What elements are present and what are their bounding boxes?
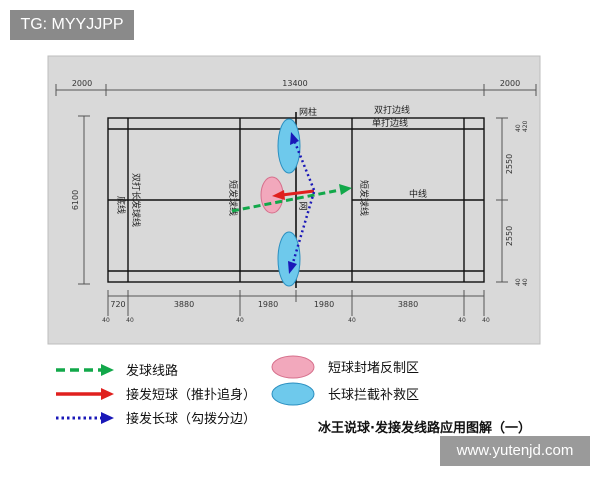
label-doubles-long-service-line: 双打长发球线: [130, 173, 142, 227]
long-zone-bottom: [277, 231, 301, 287]
long-return-arrowhead-top: [290, 132, 299, 145]
dim-right-small-1: 40: [515, 124, 522, 132]
long-zone-top: [277, 118, 301, 174]
short-return-arrowhead: [272, 190, 285, 200]
diagram-caption: 冰王说球·发接发线路应用图解（一）: [318, 420, 531, 436]
legend-short-label: 接发短球（推扑追身）: [126, 387, 256, 403]
label-net-post: 网柱: [299, 106, 317, 118]
dim-top-left: 2000: [72, 79, 92, 88]
dim-small-4: 40: [348, 317, 356, 324]
dim-small-1: 40: [102, 317, 110, 324]
label-net: 网: [297, 201, 308, 210]
legend-long-zone-label: 长球拦截补救区: [328, 387, 419, 403]
serve-route-arrowhead: [339, 184, 352, 195]
dim-small-3: 40: [236, 317, 244, 324]
serve-route-line: [231, 188, 341, 213]
label-center-line: 中线: [409, 188, 427, 200]
dim-right-small-3: 40: [515, 278, 522, 286]
legend-short-zone-label: 短球封堵反制区: [328, 361, 419, 376]
dim-bottom-2: 3880: [174, 300, 194, 309]
legend-long-label: 接发长球（勾拨分边）: [126, 411, 256, 427]
dim-right-lower: 2550: [505, 226, 514, 246]
bottom-dimension-line: [107, 290, 485, 316]
legend-long-arrowhead: [101, 412, 114, 424]
watermark-top: TG: MYYJJPP: [10, 10, 134, 40]
dim-right-small-4: 40: [522, 278, 529, 286]
watermark-bottom: www.yutenjd.com: [440, 436, 590, 466]
dim-left: 6100: [71, 190, 80, 210]
long-return-arrowhead-bottom: [288, 261, 297, 274]
dim-top-right: 2000: [500, 79, 520, 88]
left-dimension-line: [78, 115, 90, 285]
dim-small-6: 40: [482, 317, 490, 324]
label-doubles-sideline: 双打边线: [374, 104, 410, 116]
dim-bottom-5: 3880: [398, 300, 418, 309]
dim-right-upper: 2550: [505, 154, 514, 174]
dim-bottom-3: 1980: [258, 300, 278, 309]
top-dimension-line: [55, 84, 537, 96]
label-short-service-line-left: 短发球线: [227, 180, 239, 216]
label-singles-sideline: 单打边线: [372, 117, 408, 129]
dim-bottom-1: 720: [110, 300, 125, 309]
dim-small-2: 40: [126, 317, 134, 324]
label-short-service-line-right: 短发球线: [358, 180, 370, 216]
dim-small-5: 40: [458, 317, 466, 324]
right-dimension-line: [496, 117, 508, 283]
short-return-line: [281, 189, 315, 197]
legend-long-zone-swatch: [271, 382, 315, 406]
legend-short-zone-swatch: [271, 355, 315, 379]
label-baseline: 底线: [115, 196, 127, 214]
long-return-line-top: [292, 139, 316, 191]
dim-right-small-2: 420: [522, 120, 529, 132]
legend-serve-label: 发球线路: [126, 363, 178, 379]
dim-bottom-4: 1980: [314, 300, 334, 309]
legend-short-arrowhead: [101, 388, 114, 400]
legend-serve-arrowhead: [101, 364, 114, 376]
dim-top-center: 13400: [282, 79, 307, 88]
